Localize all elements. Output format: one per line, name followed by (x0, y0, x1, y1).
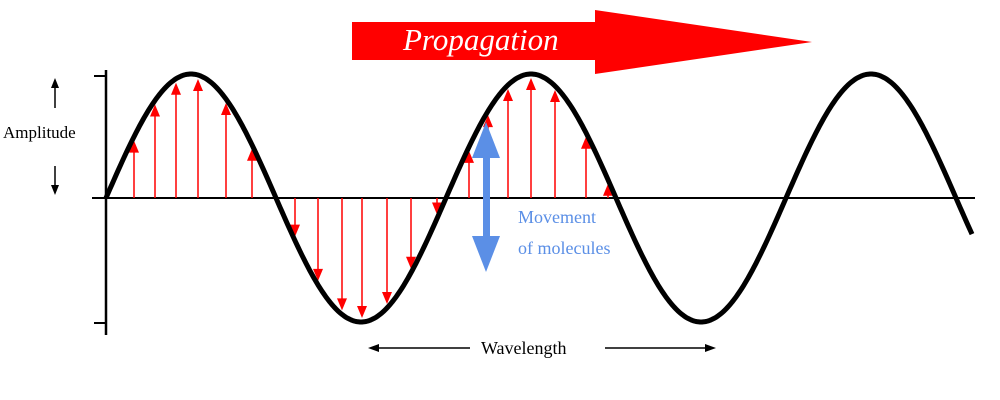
amplitude-label: Amplitude (3, 123, 76, 142)
molecule-arrowhead (503, 89, 513, 102)
axes (92, 70, 975, 335)
wavelength-indicator: Wavelength (368, 338, 716, 358)
molecule-arrows (129, 78, 613, 318)
molecule-arrowhead (550, 89, 560, 102)
propagation-arrow-shape (352, 10, 812, 74)
molecule-arrowhead (581, 136, 591, 149)
molecule-arrowhead (432, 202, 442, 215)
molecule-arrowhead (150, 104, 160, 117)
wavelength-left-arrowhead (368, 344, 379, 352)
molecule-arrowhead (357, 305, 367, 318)
molecule-arrowhead (247, 148, 257, 161)
wavelength-right-arrowhead (705, 344, 716, 352)
molecule-arrowhead (221, 103, 231, 116)
movement-arrow-up-head (472, 122, 500, 158)
molecule-arrowhead (193, 79, 203, 92)
propagation-label: Propagation (402, 22, 559, 57)
molecule-arrowhead (290, 224, 300, 237)
movement-indicator: Movement of molecules (472, 122, 610, 272)
movement-label-line2: of molecules (518, 238, 610, 258)
amplitude-indicator: Amplitude (3, 78, 76, 195)
wavelength-label: Wavelength (481, 338, 567, 358)
molecule-arrowhead (382, 291, 392, 304)
molecule-arrowhead (603, 183, 613, 196)
molecule-arrowhead (464, 150, 474, 163)
amplitude-down-arrowhead (51, 185, 59, 195)
molecule-arrowhead (313, 268, 323, 281)
movement-label-line1: Movement (518, 207, 596, 227)
movement-arrow-down-head (472, 236, 500, 272)
molecule-arrowhead (337, 298, 347, 311)
amplitude-up-arrowhead (51, 78, 59, 88)
molecule-arrowhead (129, 140, 139, 153)
sine-wave (103, 71, 975, 325)
molecule-arrowhead (171, 82, 181, 95)
molecule-arrowhead (406, 256, 416, 269)
propagation-arrow: Propagation (352, 10, 812, 74)
movement-arrow-shaft (483, 148, 490, 244)
molecule-arrowhead (526, 78, 536, 90)
